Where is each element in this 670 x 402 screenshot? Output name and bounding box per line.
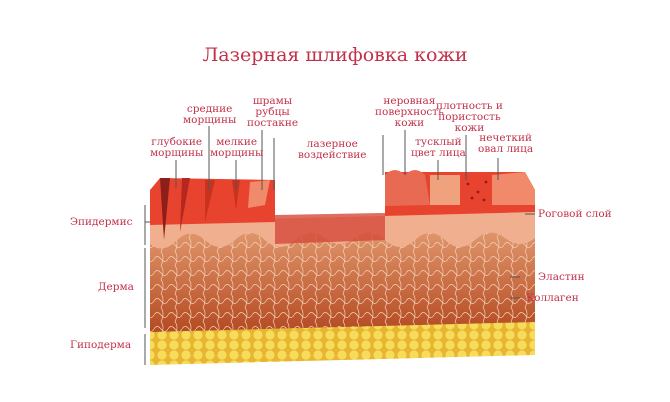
hypodermis-layer — [150, 320, 535, 365]
label-deep-wrinkles: глубокие морщины — [150, 136, 204, 159]
ablated-zone — [275, 213, 385, 244]
label-epidermis: Эпидермис — [70, 216, 133, 228]
label-oval: нечеткий овал лица — [478, 132, 534, 155]
label-dermis: Дерма — [98, 281, 134, 293]
label-dull-complexion: тусклый цвет лица — [411, 136, 466, 159]
label-stratum-corneum: Роговой слой — [538, 208, 612, 220]
label-elastin: Эластин — [538, 271, 585, 283]
label-fine-wrinkles: мелкие морщины — [210, 136, 264, 159]
label-hypodermis: Гиподерма — [70, 339, 132, 351]
label-uneven-surface: неровная поверхность кожи — [375, 95, 444, 129]
label-laser-action: лазерное воздействие — [298, 138, 367, 161]
diagram-title: Лазерная шлифовка кожи — [202, 44, 468, 66]
label-scars: шрамы рубцы постакне — [247, 95, 299, 129]
label-medium-wrinkles: средние морщины — [183, 103, 237, 126]
label-collagen: Коллаген — [526, 292, 579, 304]
label-density-porosity: плотность и пористость кожи — [436, 100, 503, 134]
